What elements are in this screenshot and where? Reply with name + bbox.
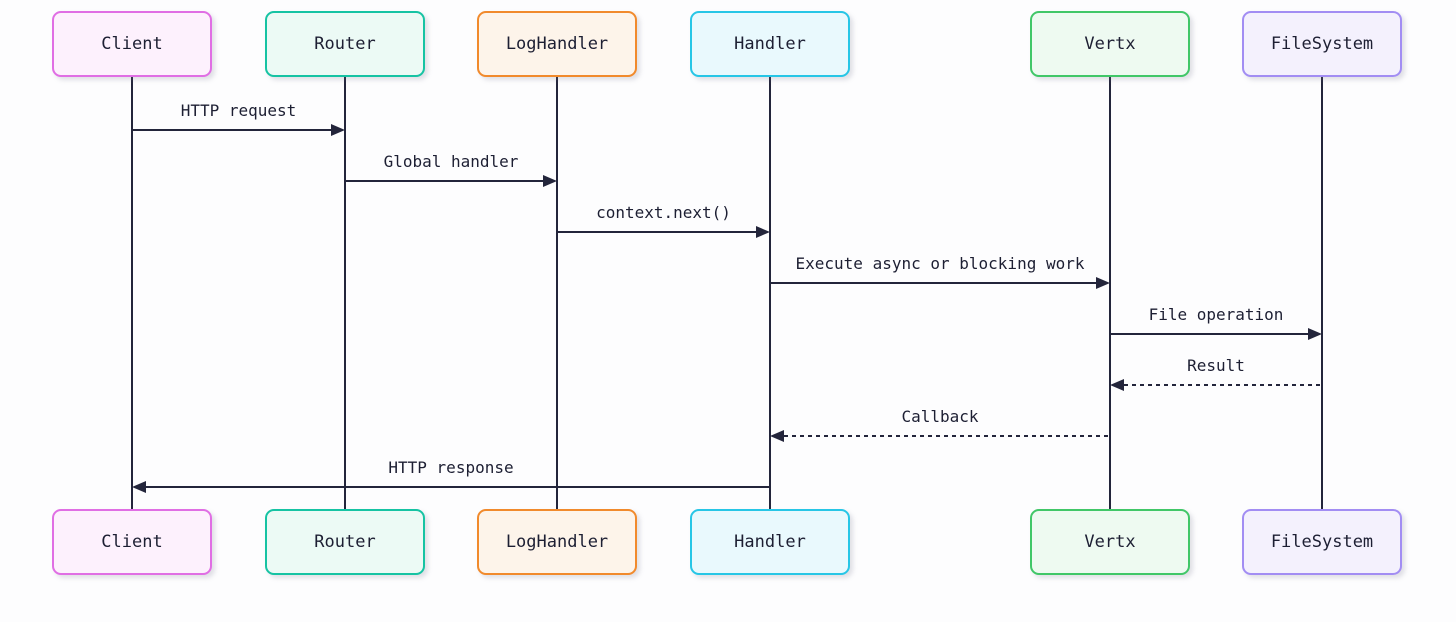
- actor-box-vertx-top: Vertx: [1030, 11, 1190, 77]
- arrowhead-icon: [132, 481, 146, 493]
- message-label: context.next(): [596, 203, 731, 222]
- message-label: File operation: [1148, 305, 1284, 324]
- message-label: HTTP request: [180, 101, 297, 120]
- arrowhead-icon: [1308, 328, 1322, 340]
- lifeline-client: [131, 77, 133, 509]
- actor-box-filesystem-top: FileSystem: [1242, 11, 1402, 77]
- actor-box-vertx-bottom: Vertx: [1030, 509, 1190, 575]
- actor-label-handler: Handler: [734, 34, 806, 54]
- lifeline-loghandler: [556, 77, 558, 509]
- actor-label-client: Client: [101, 532, 163, 552]
- actor-label-router: Router: [314, 532, 376, 552]
- lifeline-filesystem: [1321, 77, 1323, 509]
- message-line: [1124, 384, 1322, 386]
- message-label: Global handler: [383, 152, 519, 171]
- message-line: [146, 486, 770, 488]
- actor-box-loghandler-top: LogHandler: [477, 11, 637, 77]
- arrowhead-icon: [543, 175, 557, 187]
- arrowhead-icon: [770, 430, 784, 442]
- actor-label-filesystem: FileSystem: [1270, 532, 1374, 552]
- message-label: Result: [1187, 356, 1245, 375]
- actor-box-filesystem-bottom: FileSystem: [1242, 509, 1402, 575]
- message-line: [345, 180, 543, 182]
- actor-label-vertx: Vertx: [1084, 34, 1136, 54]
- actor-box-handler-top: Handler: [690, 11, 850, 77]
- actor-label-loghandler: LogHandler: [505, 34, 609, 54]
- actor-label-filesystem: FileSystem: [1270, 34, 1374, 54]
- lifeline-router: [344, 77, 346, 509]
- actor-box-router-bottom: Router: [265, 509, 425, 575]
- actor-label-handler: Handler: [734, 532, 806, 552]
- actor-box-loghandler-bottom: LogHandler: [477, 509, 637, 575]
- actor-box-handler-bottom: Handler: [690, 509, 850, 575]
- message-line: [1110, 333, 1308, 335]
- actor-label-loghandler: LogHandler: [505, 532, 609, 552]
- arrowhead-icon: [331, 124, 345, 136]
- arrowhead-icon: [1110, 379, 1124, 391]
- lifeline-handler: [769, 77, 771, 509]
- lifeline-vertx: [1109, 77, 1111, 509]
- actor-label-client: Client: [101, 34, 163, 54]
- actor-label-router: Router: [314, 34, 376, 54]
- message-line: [132, 129, 331, 131]
- actor-box-router-top: Router: [265, 11, 425, 77]
- message-label: HTTP response: [388, 458, 514, 477]
- arrowhead-icon: [1096, 277, 1110, 289]
- message-label: Callback: [901, 407, 979, 426]
- arrowhead-icon: [756, 226, 770, 238]
- message-line: [784, 435, 1110, 437]
- actor-label-vertx: Vertx: [1084, 532, 1136, 552]
- message-line: [557, 231, 756, 233]
- message-label: Execute async or blocking work: [795, 254, 1085, 273]
- actor-box-client-bottom: Client: [52, 509, 212, 575]
- message-line: [770, 282, 1096, 284]
- actor-box-client-top: Client: [52, 11, 212, 77]
